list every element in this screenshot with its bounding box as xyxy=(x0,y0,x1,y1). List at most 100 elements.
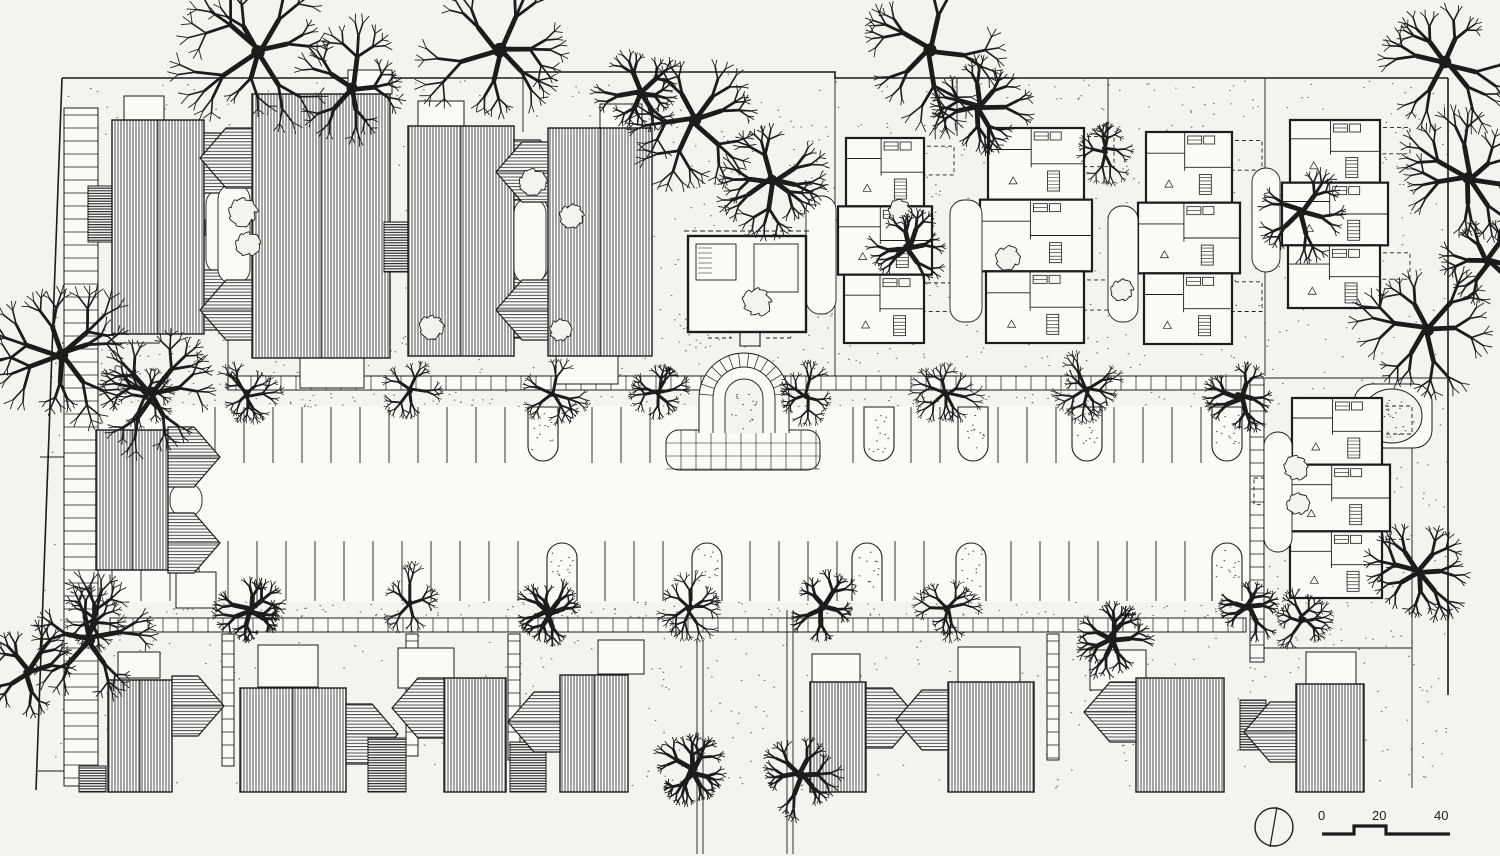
carport-roof xyxy=(87,185,115,243)
tree-icon xyxy=(779,359,832,428)
u-shaped-court xyxy=(698,352,790,433)
tree-icon xyxy=(1347,265,1494,401)
tree-icon xyxy=(167,0,329,134)
parking-island xyxy=(863,406,895,462)
entry-court xyxy=(513,197,547,285)
patio-deck xyxy=(919,282,955,313)
tree-icon xyxy=(1076,600,1156,680)
tree-icon xyxy=(1396,104,1500,243)
garage-patio xyxy=(811,653,861,683)
garage-patio xyxy=(555,355,619,385)
scale-label-40: 40 xyxy=(1434,808,1448,823)
carport-roof xyxy=(78,765,107,793)
tree-icon xyxy=(716,122,830,242)
roof-building xyxy=(78,651,225,793)
scale-label-20: 20 xyxy=(1372,808,1386,823)
roof-building xyxy=(809,653,919,793)
parking-stalls xyxy=(111,407,1202,601)
shrub-icon xyxy=(228,197,259,228)
parking-island xyxy=(1211,542,1243,601)
plan-building xyxy=(1107,130,1263,346)
roof-building xyxy=(199,69,393,389)
trees-layer xyxy=(0,0,1500,824)
tree-icon xyxy=(517,578,582,648)
garage-patio xyxy=(417,100,465,127)
garage-patio xyxy=(1305,651,1357,687)
tree-icon xyxy=(1202,361,1274,433)
scale-bar-line xyxy=(1322,824,1450,836)
garage-patio xyxy=(957,646,1021,683)
tree-icon xyxy=(383,560,440,634)
tree-icon xyxy=(762,736,845,824)
carport-roof xyxy=(383,221,409,273)
tree-icon xyxy=(117,367,176,431)
tree-icon xyxy=(522,357,591,427)
tree-icon xyxy=(625,59,758,193)
patio-deck xyxy=(1377,405,1413,435)
north-arrow-icon xyxy=(1254,806,1294,848)
roof-building xyxy=(239,644,399,793)
scale-bar: 0 20 40 xyxy=(1318,808,1450,836)
shrub-icon xyxy=(1110,278,1135,302)
tree-icon xyxy=(1274,587,1335,650)
shrub-icon xyxy=(418,314,445,341)
tree-icon xyxy=(1075,121,1135,187)
unit-entry-court xyxy=(1263,431,1293,553)
tree-icon xyxy=(911,579,983,644)
tree-icon xyxy=(929,54,1035,157)
tree-icon xyxy=(0,283,129,432)
parking-island xyxy=(957,406,989,462)
tree-icon xyxy=(294,13,407,147)
shrub-icon xyxy=(549,318,573,342)
tree-icon xyxy=(1363,523,1471,623)
tree-icon xyxy=(628,363,691,421)
roof-building xyxy=(1243,651,1365,793)
roof-building xyxy=(507,639,645,793)
garage-patio xyxy=(257,644,319,688)
garage-patio xyxy=(123,95,165,121)
clubhouse-building xyxy=(684,230,810,347)
entry-court xyxy=(169,482,203,518)
shrub-icon xyxy=(1283,454,1309,481)
garage-patio xyxy=(175,571,217,609)
tree-icon xyxy=(0,619,77,719)
shrub-icon xyxy=(235,231,261,257)
tree-icon xyxy=(1050,350,1124,426)
tree-icon xyxy=(216,361,285,425)
tree-icon xyxy=(653,732,727,807)
tree-icon xyxy=(589,49,681,133)
tree-icon xyxy=(212,576,287,644)
tree-icon xyxy=(655,570,722,644)
plan-building xyxy=(807,136,955,345)
roof-building xyxy=(895,646,1035,793)
entry-plaza xyxy=(665,429,821,471)
shrub-icon xyxy=(559,203,585,229)
parking-island xyxy=(691,542,723,601)
tree-icon xyxy=(414,0,570,120)
carport-roof xyxy=(367,737,407,793)
shrub-icon xyxy=(741,287,773,317)
tree-icon xyxy=(1438,219,1500,306)
tree-icon xyxy=(1257,167,1347,265)
patio-deck xyxy=(919,145,955,176)
garage-patio xyxy=(299,357,365,389)
shrub-icon xyxy=(995,244,1021,271)
parking-island xyxy=(851,542,883,601)
garage-patio xyxy=(117,651,161,679)
shrub-icon xyxy=(518,168,548,197)
parking-island xyxy=(527,406,559,462)
tree-icon xyxy=(381,360,444,420)
unit-entry-court xyxy=(1251,167,1281,273)
parking-island xyxy=(1071,406,1103,462)
tree-icon xyxy=(790,568,858,643)
shrub-icon xyxy=(1286,492,1311,515)
garage-patio xyxy=(597,639,645,675)
tree-icon xyxy=(64,584,127,654)
tree-icon xyxy=(907,362,986,423)
parking-island xyxy=(546,542,578,601)
patio-deck xyxy=(1377,538,1413,568)
unit-entry-court xyxy=(1107,205,1139,323)
scale-label-0: 0 xyxy=(1318,808,1325,823)
